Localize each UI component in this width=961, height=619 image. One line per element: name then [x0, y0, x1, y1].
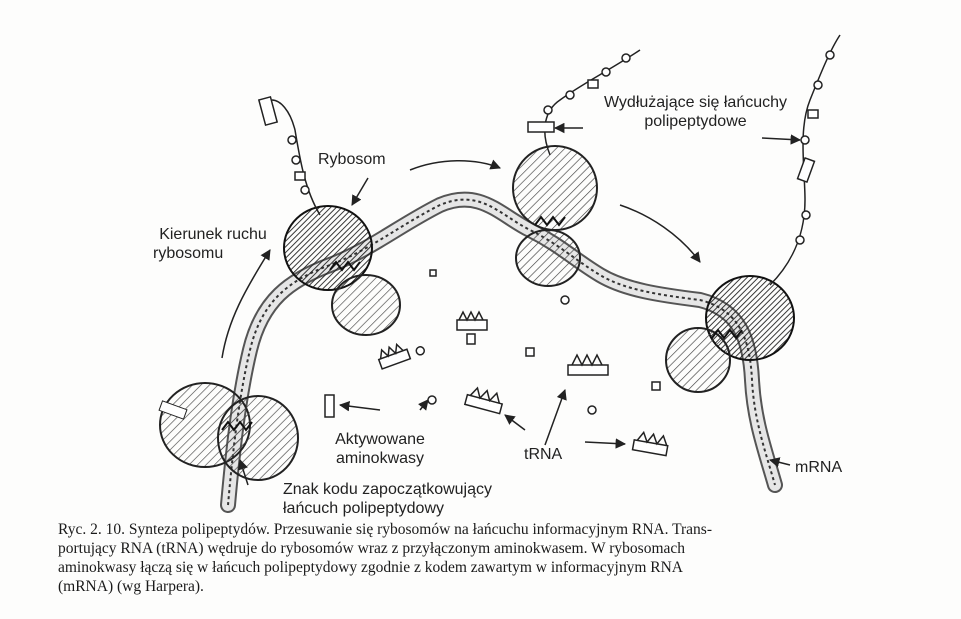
label-wydluzajace-line1: Wydłużające się łańcuchy: [588, 93, 803, 112]
label-mrna: mRNA: [795, 458, 842, 477]
caption-line4: (mRNA) (wg Harpera).: [58, 577, 916, 596]
label-wydluzajace-line2: polipeptydowe: [588, 112, 803, 131]
label-znak-line2: łańcuch polipeptydowy: [283, 499, 492, 518]
ribosome-initiating: [159, 383, 298, 480]
figure-caption: Ryc. 2. 10. Synteza polipeptydów. Przesu…: [58, 520, 916, 596]
label-trna: tRNA: [524, 445, 562, 464]
polypeptide-chain-3: [770, 35, 840, 285]
ribosome-2: [284, 206, 400, 335]
label-kierunek: Kierunek ruchu rybosomu: [153, 225, 273, 263]
caption-line3: aminokwasy łączą się w łańcuch polipepty…: [58, 558, 916, 577]
label-aktywowane-line2: aminokwasy: [330, 449, 430, 468]
label-aktywowane-line1: Aktywowane: [330, 430, 430, 449]
polypeptide-chain-1: [259, 97, 320, 215]
caption-line2: portujący RNA (tRNA) wędruje do rybosomó…: [58, 539, 916, 558]
label-kierunek-line1: Kierunek ruchu: [153, 225, 273, 244]
label-rybosom: Rybosom: [318, 150, 386, 169]
caption-line1: Ryc. 2. 10. Synteza polipeptydów. Przesu…: [58, 520, 916, 539]
label-aktywowane: Aktywowane aminokwasy: [330, 430, 430, 468]
label-znak-line1: Znak kodu zapoczątkowujący: [283, 480, 492, 499]
label-wydluzajace: Wydłużające się łańcuchy polipeptydowe: [588, 93, 803, 131]
label-kierunek-line2: rybosomu: [153, 244, 273, 263]
label-znak: Znak kodu zapoczątkowujący łańcuch polip…: [283, 480, 492, 518]
